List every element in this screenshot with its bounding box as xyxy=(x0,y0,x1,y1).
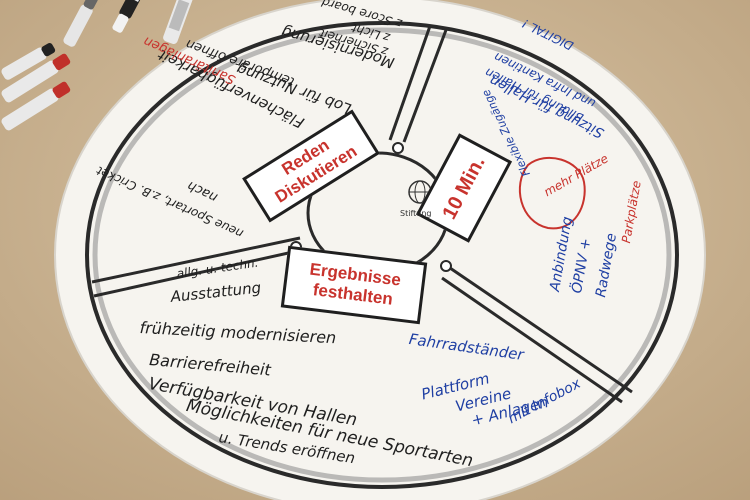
marker-black xyxy=(163,0,195,45)
outer-ring-inner xyxy=(92,27,672,483)
marker-red xyxy=(1,81,71,131)
connector-dot xyxy=(440,260,452,272)
spoke-right xyxy=(449,266,633,394)
marker-black xyxy=(1,42,56,80)
spoke-top xyxy=(388,25,432,141)
spoke-left-inner xyxy=(93,248,303,298)
mehr-plaetze-bubble xyxy=(518,156,586,230)
outer-ring xyxy=(85,21,679,489)
marker-red xyxy=(1,53,71,103)
connector-dot xyxy=(392,142,404,154)
marker-grey xyxy=(63,0,98,47)
spoke-right-inner xyxy=(441,276,623,404)
spoke-left xyxy=(91,236,301,284)
logo-text: Stiftung xyxy=(400,209,432,218)
spoke-top-inner xyxy=(402,29,448,143)
marker-black xyxy=(112,0,156,33)
card-time: 10 Min. xyxy=(437,152,490,223)
